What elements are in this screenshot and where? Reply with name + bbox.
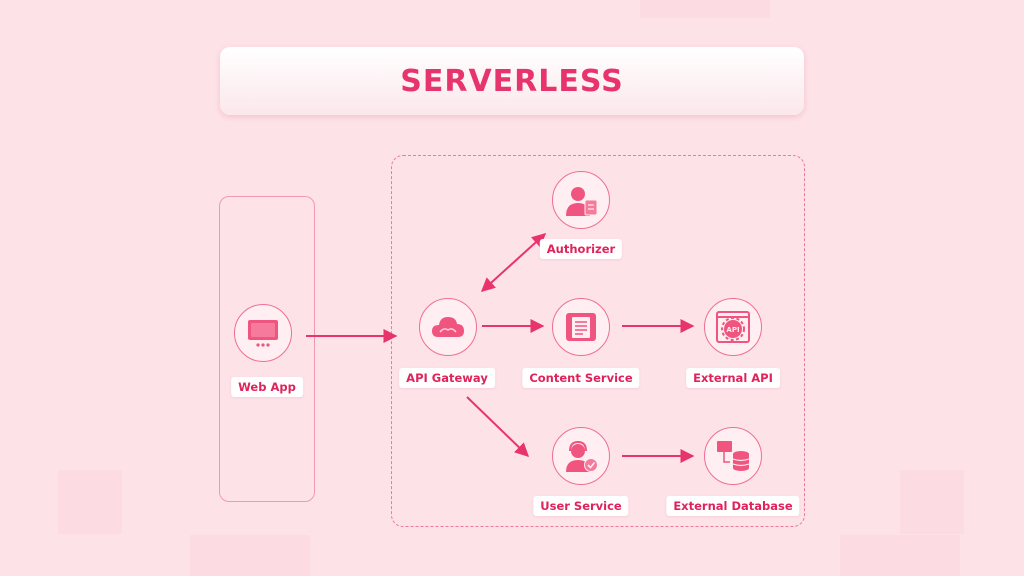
diagram-title: SERVERLESS — [400, 63, 624, 99]
background-decoration — [58, 470, 122, 534]
background-decoration — [190, 535, 310, 576]
document-icon — [566, 313, 596, 341]
api-gateway-node — [419, 298, 477, 356]
svg-text:API: API — [726, 326, 739, 334]
api-gear-icon: API — [716, 311, 750, 343]
content-service-node — [552, 298, 610, 356]
web-app-node — [234, 304, 292, 362]
api-gateway-label: API Gateway — [399, 368, 495, 388]
background-decoration — [640, 0, 770, 18]
authorizer-label: Authorizer — [539, 239, 623, 259]
user-service-label: User Service — [533, 496, 629, 516]
arrow-gateway-authorizer — [480, 233, 547, 292]
support-agent-icon — [566, 440, 598, 472]
client-container — [219, 196, 315, 502]
external-api-node: API — [704, 298, 762, 356]
cloud-icon — [432, 317, 464, 337]
background-decoration — [900, 470, 964, 534]
title-banner: SERVERLESS — [220, 47, 804, 115]
web-app-label: Web App — [231, 377, 303, 397]
external-database-node — [704, 427, 762, 485]
database-icon — [717, 441, 750, 471]
external-api-label: External API — [686, 368, 780, 388]
user-clipboard-icon — [566, 187, 598, 216]
content-service-label: Content Service — [522, 368, 640, 388]
authorizer-node — [552, 171, 610, 229]
external-database-label: External Database — [666, 496, 800, 516]
arrow-gateway-to-user — [466, 396, 530, 457]
background-decoration — [840, 535, 960, 576]
user-service-node — [552, 427, 610, 485]
monitor-icon — [248, 320, 278, 347]
